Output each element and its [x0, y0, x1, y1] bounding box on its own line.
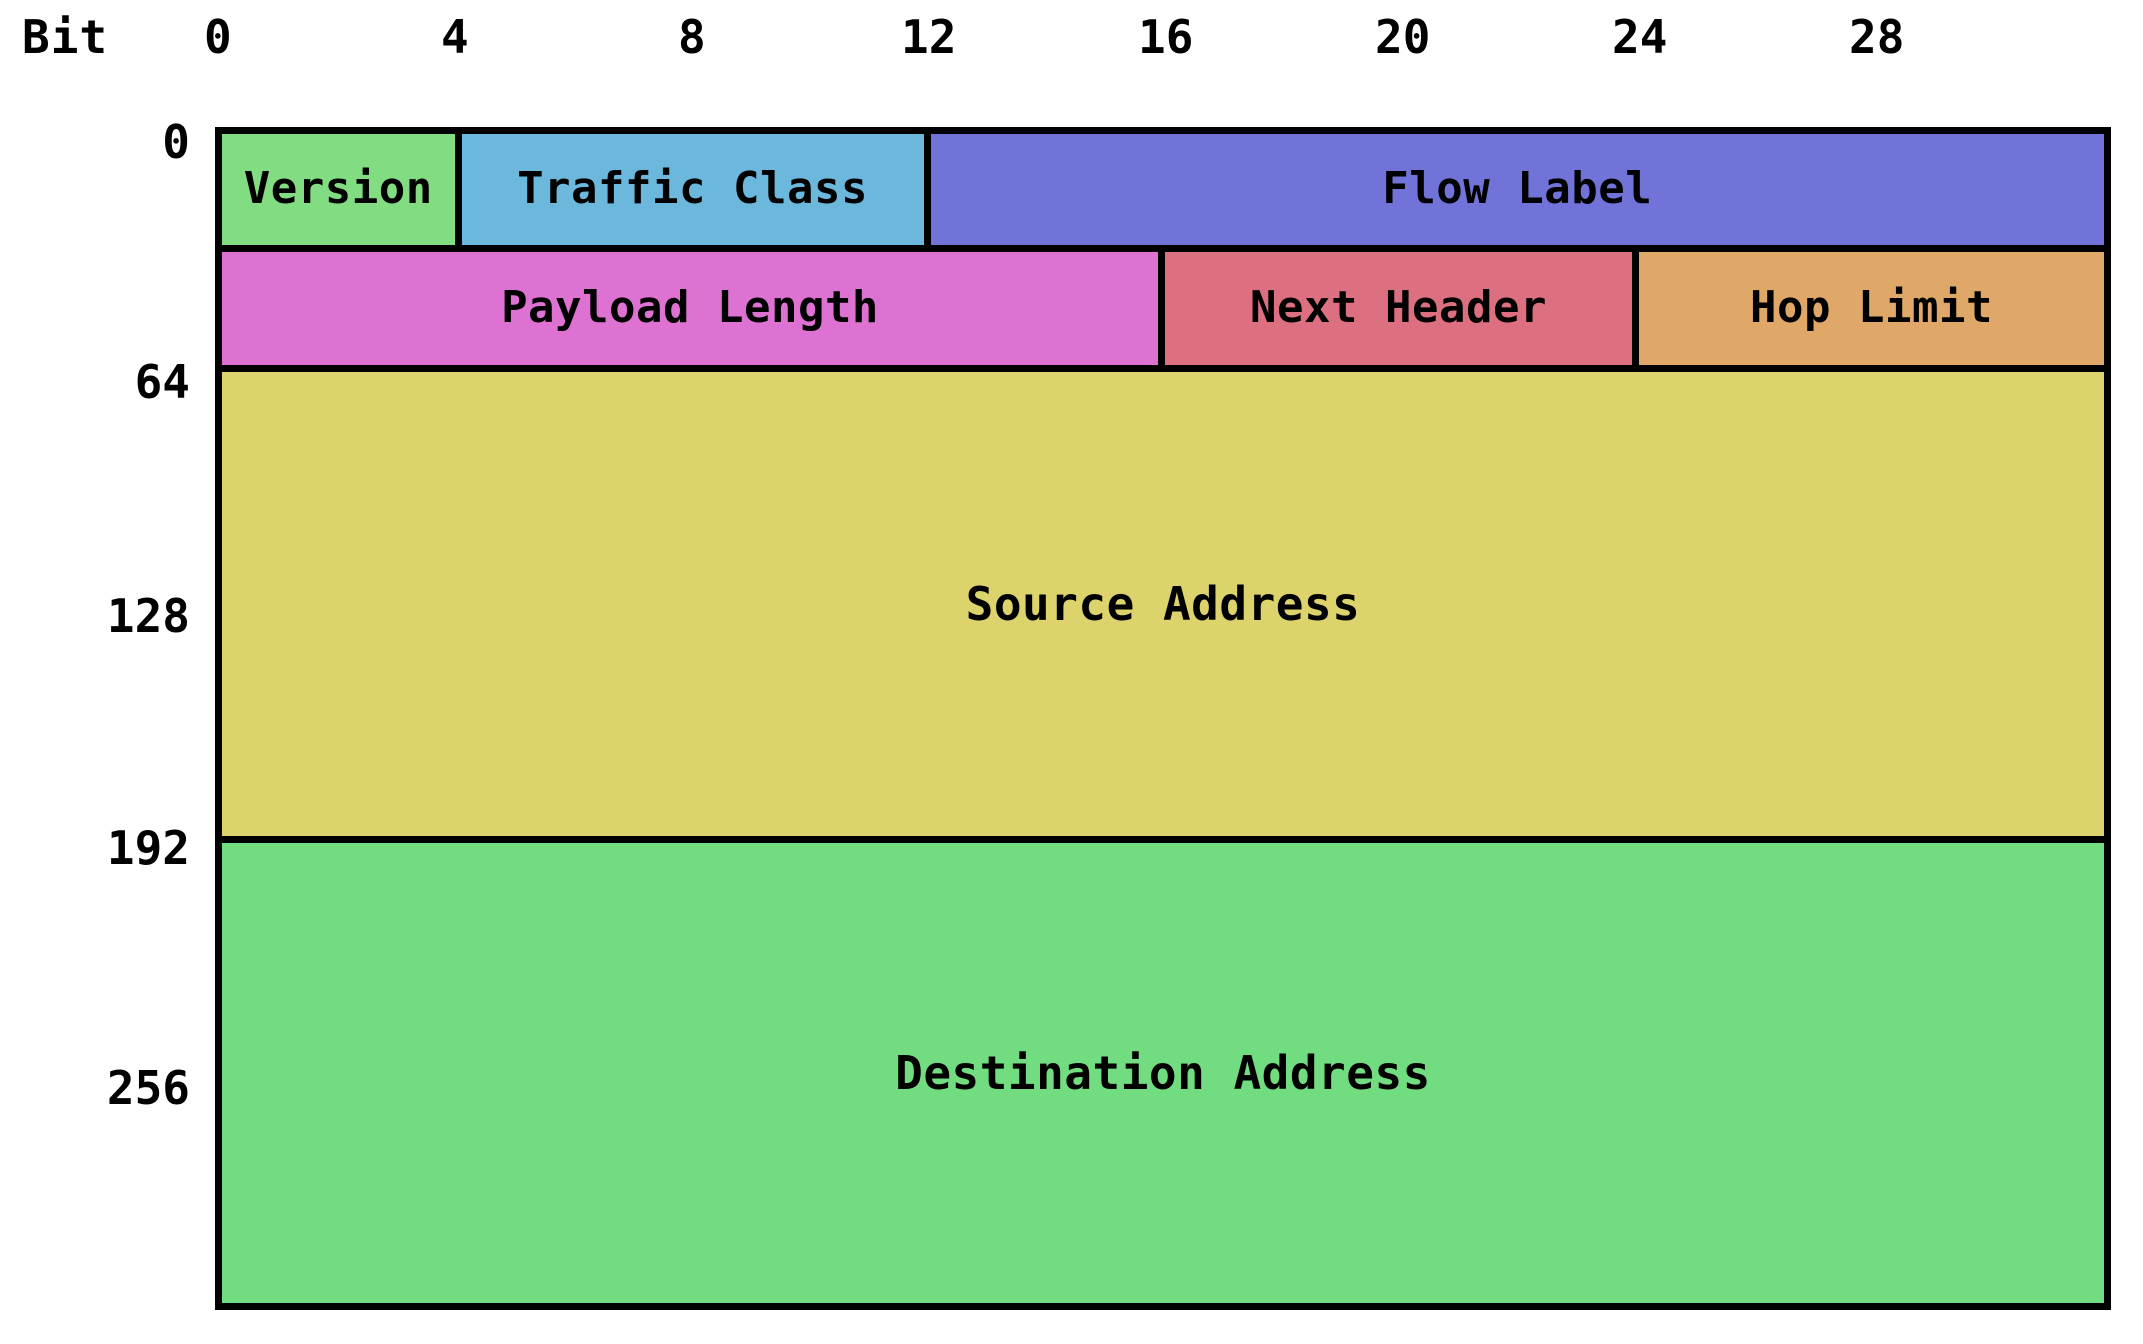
offset-label-64: 64 [134, 355, 190, 409]
bit-tick-4: 4 [441, 10, 469, 64]
field-flow-label-label: Flow Label [1382, 163, 1653, 215]
field-source-address-label: Source Address [965, 576, 1361, 631]
field-hop-limit-label: Hop Limit [1750, 282, 1993, 334]
field-payload-length[interactable]: Payload Length [222, 252, 1165, 372]
bit-tick-12: 12 [901, 10, 957, 64]
field-flow-label[interactable]: Flow Label [930, 134, 2104, 252]
field-source-address[interactable]: Source Address [222, 372, 2104, 843]
field-traffic-class[interactable]: Traffic Class [461, 134, 931, 252]
bit-axis-title: Bit [22, 10, 109, 64]
field-version[interactable]: Version [222, 134, 462, 252]
header-field-table: Version Traffic Class Flow Label Payload… [215, 127, 2111, 1310]
header-row-2: Payload Length Next Header Hop Limit [222, 252, 2104, 372]
field-hop-limit[interactable]: Hop Limit [1639, 252, 2104, 372]
offset-label-192: 192 [106, 821, 190, 875]
offset-label-0: 0 [162, 115, 190, 169]
bit-tick-16: 16 [1138, 10, 1194, 64]
field-destination-address[interactable]: Destination Address [222, 843, 2104, 1303]
bit-tick-8: 8 [678, 10, 706, 64]
field-version-label: Version [243, 163, 433, 215]
header-row-4: Destination Address [222, 843, 2104, 1303]
field-payload-length-label: Payload Length [501, 282, 879, 334]
field-next-header[interactable]: Next Header [1165, 252, 1639, 372]
bit-tick-0: 0 [204, 10, 232, 64]
bit-tick-20: 20 [1375, 10, 1431, 64]
field-traffic-class-label: Traffic Class [517, 163, 868, 215]
header-row-1: Version Traffic Class Flow Label [222, 134, 2104, 252]
header-row-3: Source Address [222, 372, 2104, 843]
bit-tick-24: 24 [1612, 10, 1668, 64]
offset-label-256: 256 [106, 1061, 190, 1115]
offset-label-128: 128 [106, 589, 190, 643]
field-destination-address-label: Destination Address [895, 1045, 1431, 1100]
bit-tick-28: 28 [1849, 10, 1905, 64]
field-next-header-label: Next Header [1250, 282, 1547, 334]
